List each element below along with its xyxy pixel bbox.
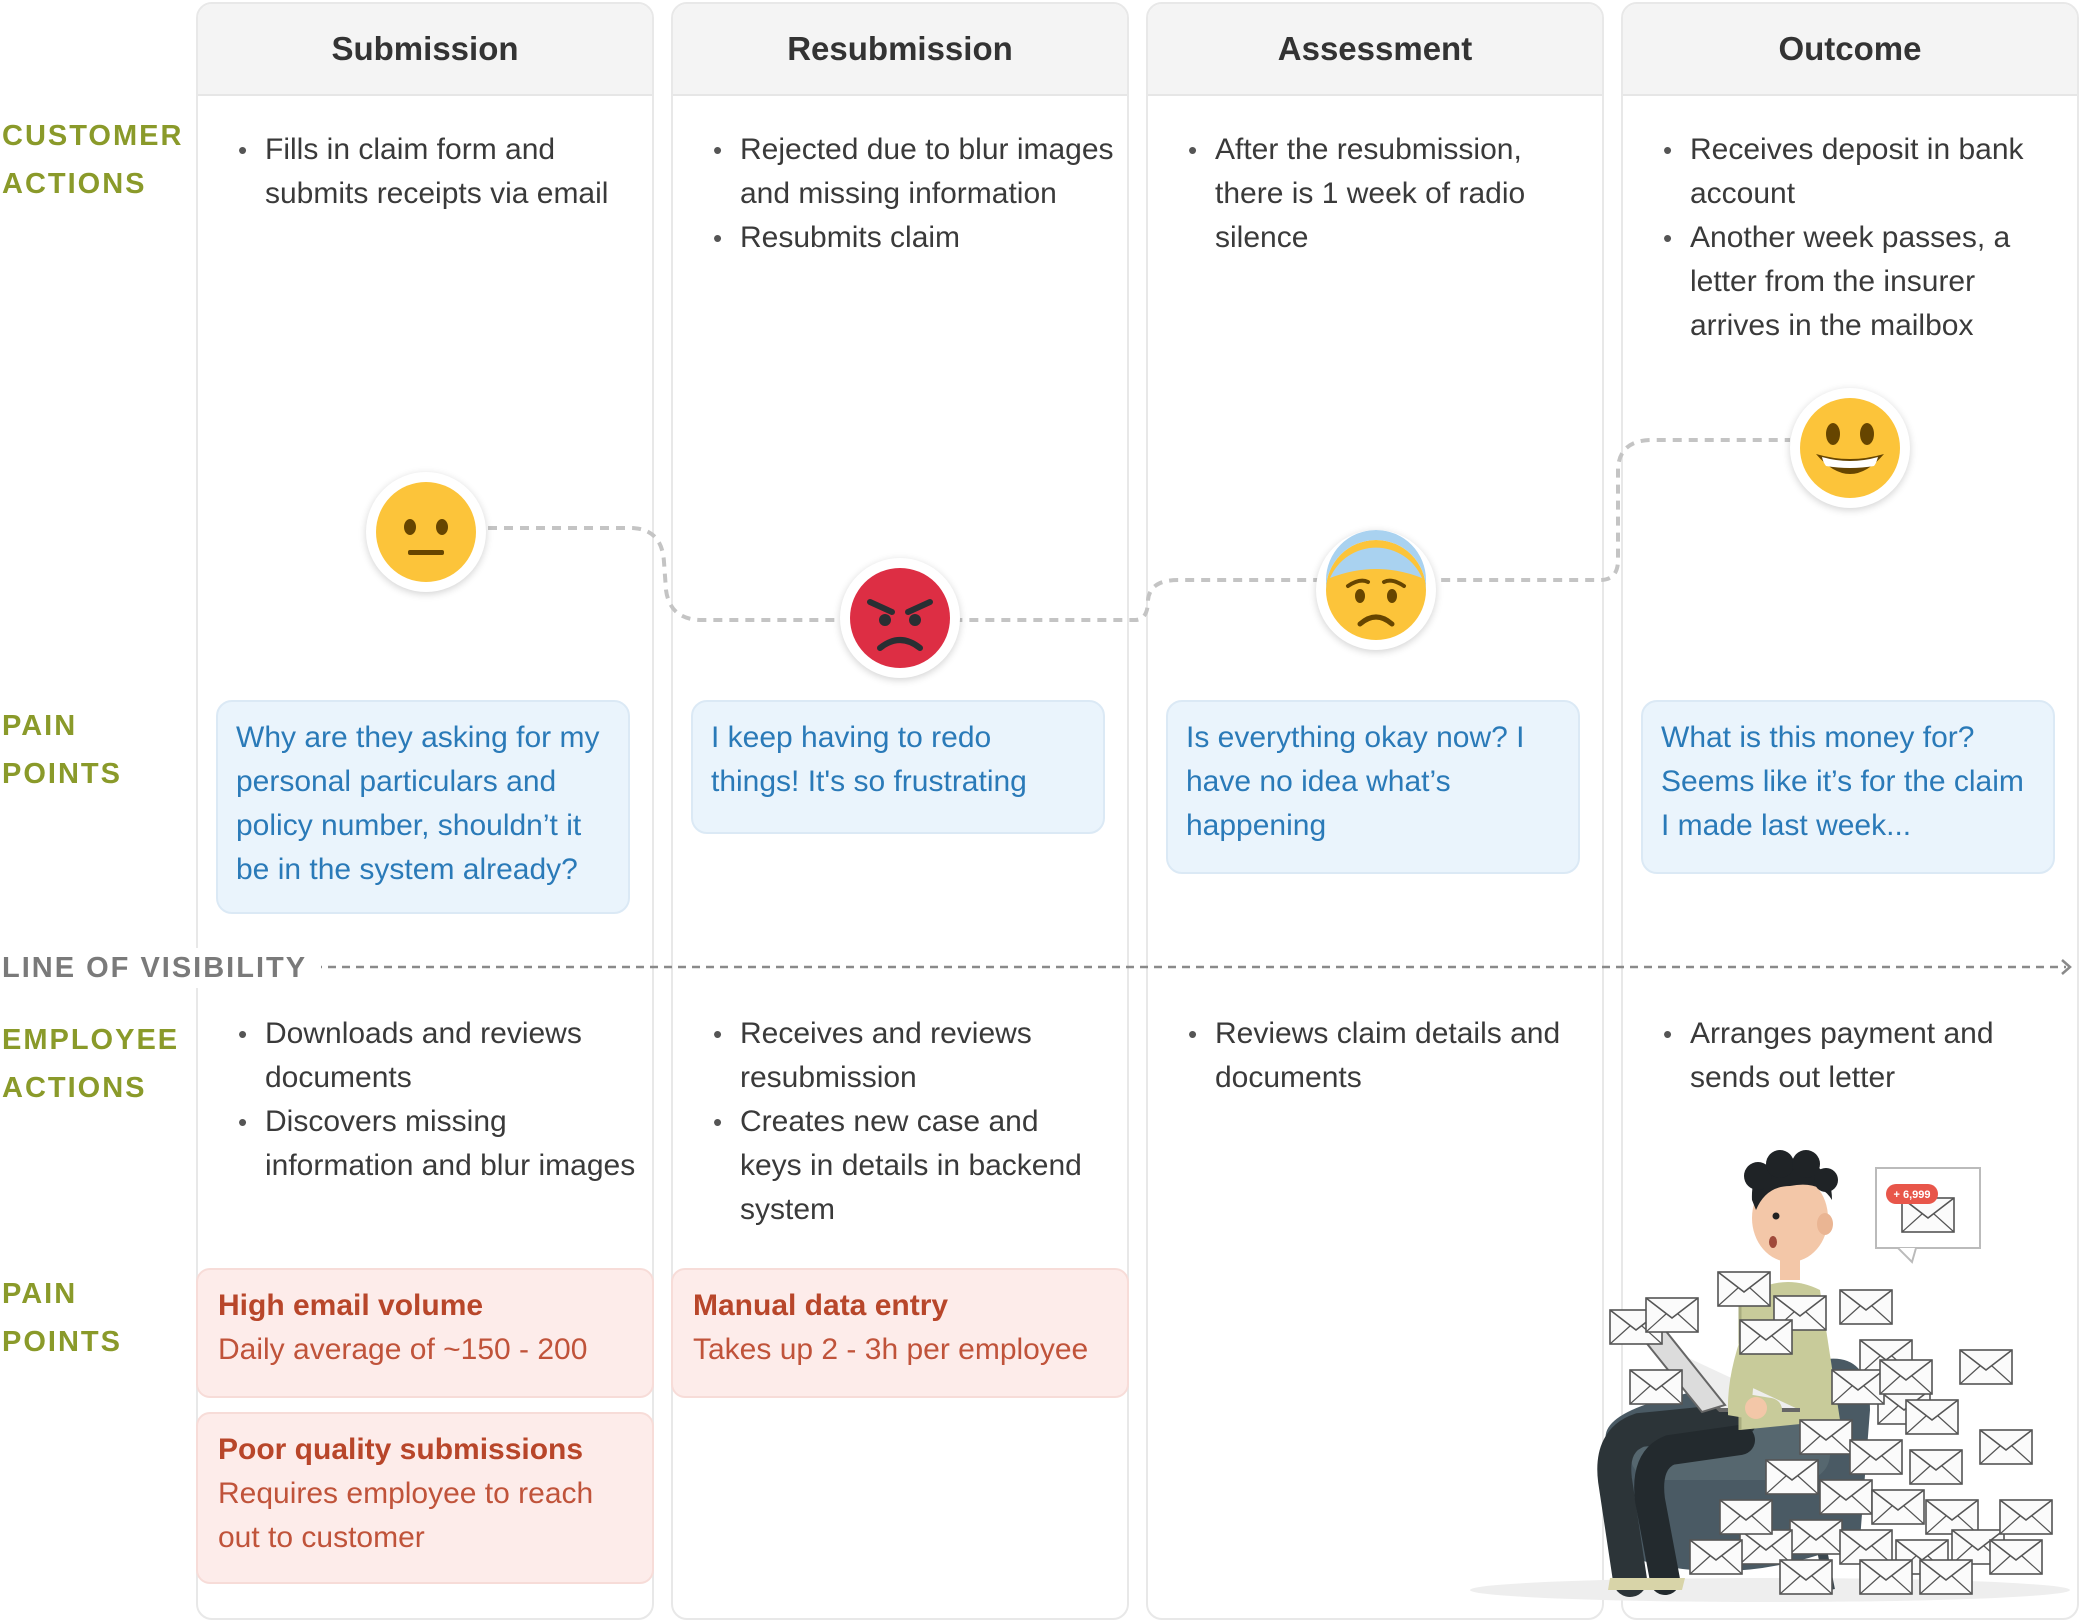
list-item: Arranges payment and sends out letter: [1657, 1012, 2037, 1100]
employee-actions-list: Arranges payment and sends out letter: [1657, 1012, 2037, 1100]
row-label-line: CUSTOMER: [2, 120, 184, 152]
customer-quote-bubble: Why are they asking for my personal part…: [216, 700, 630, 914]
line-of-visibility-label: LINE OF VISIBILITY: [2, 948, 322, 988]
employee-pain-point-card: Manual data entry Takes up 2 - 3h per em…: [671, 1268, 1129, 1398]
list-item: Discovers missing information and blur i…: [232, 1100, 642, 1188]
row-label-customer-pain-points: PAIN POINTS: [2, 702, 122, 798]
customer-actions-list: After the resubmission, there is 1 week …: [1182, 128, 1562, 260]
pain-point-description: Daily average of ~150 - 200: [218, 1333, 588, 1366]
employee-pain-point-card: Poor quality submissions Requires employ…: [196, 1412, 654, 1584]
list-item: Creates new case and keys in details in …: [707, 1100, 1107, 1232]
stage-title: Submission: [198, 4, 652, 96]
list-item: After the resubmission, there is 1 week …: [1182, 128, 1562, 260]
pain-point-title: High email volume: [218, 1289, 484, 1322]
customer-actions-list: Receives deposit in bank account Another…: [1657, 128, 2037, 348]
angry-face-icon: [840, 558, 960, 678]
list-item: Another week passes, a letter from the i…: [1657, 216, 2037, 348]
employee-actions-list: Reviews claim details and documents: [1182, 1012, 1582, 1100]
row-label-line: PAIN: [2, 1278, 78, 1310]
line-of-visibility: [300, 959, 2072, 975]
list-item: Fills in claim form and submits receipts…: [232, 128, 642, 216]
quote-text: Is everything okay now? I have no idea w…: [1186, 721, 1525, 842]
list-item: Receives and reviews resubmission: [707, 1012, 1107, 1100]
row-label-employee-pain-points: PAIN POINTS: [2, 1270, 122, 1366]
row-label-line: ACTIONS: [2, 1072, 147, 1104]
employee-actions-list: Downloads and reviews documents Discover…: [232, 1012, 642, 1188]
stage-title: Resubmission: [673, 4, 1127, 96]
quote-text: Why are they asking for my personal part…: [236, 721, 600, 886]
row-label-line: PAIN: [2, 710, 78, 742]
list-item: Resubmits claim: [707, 216, 1127, 260]
row-label-employee-actions: EMPLOYEE ACTIONS: [2, 1016, 179, 1112]
pain-point-description: Takes up 2 - 3h per employee: [693, 1333, 1089, 1366]
employee-pain-point-card: High email volume Daily average of ~150 …: [196, 1268, 654, 1398]
stage-title: Assessment: [1148, 4, 1602, 96]
row-label-line: EMPLOYEE: [2, 1024, 180, 1056]
neutral-face-icon: [366, 472, 486, 592]
overwhelmed-employee-illustration: + 6,999: [1470, 1150, 2070, 1602]
list-item: Receives deposit in bank account: [1657, 128, 2037, 216]
row-label-line: POINTS: [2, 1326, 122, 1358]
customer-quote-bubble: I keep having to redo things! It's so fr…: [691, 700, 1105, 834]
stage-title: Outcome: [1623, 4, 2077, 96]
row-label-line: POINTS: [2, 758, 122, 790]
customer-quote-bubble: Is everything okay now? I have no idea w…: [1166, 700, 1580, 874]
row-label-line: ACTIONS: [2, 168, 147, 200]
notification-badge: + 6,999: [1893, 1189, 1930, 1201]
anxious-face-icon: [1316, 530, 1436, 650]
customer-actions-list: Rejected due to blur images and missing …: [707, 128, 1127, 260]
customer-quote-bubble: What is this money for? Seems like it’s …: [1641, 700, 2055, 874]
row-label-customer-actions: CUSTOMER ACTIONS: [2, 112, 183, 208]
list-item: Rejected due to blur images and missing …: [707, 128, 1127, 216]
pain-point-title: Poor quality submissions: [218, 1433, 584, 1466]
quote-text: I keep having to redo things! It's so fr…: [711, 721, 1027, 798]
customer-actions-list: Fills in claim form and submits receipts…: [232, 128, 642, 216]
employee-actions-list: Receives and reviews resubmission Create…: [707, 1012, 1107, 1232]
pain-point-title: Manual data entry: [693, 1289, 949, 1322]
list-item: Reviews claim details and documents: [1182, 1012, 1582, 1100]
quote-text: What is this money for? Seems like it’s …: [1661, 721, 2024, 842]
pain-point-description: Requires employee to reach out to custom…: [218, 1477, 594, 1554]
list-item: Downloads and reviews documents: [232, 1012, 642, 1100]
grinning-face-icon: [1790, 388, 1910, 508]
